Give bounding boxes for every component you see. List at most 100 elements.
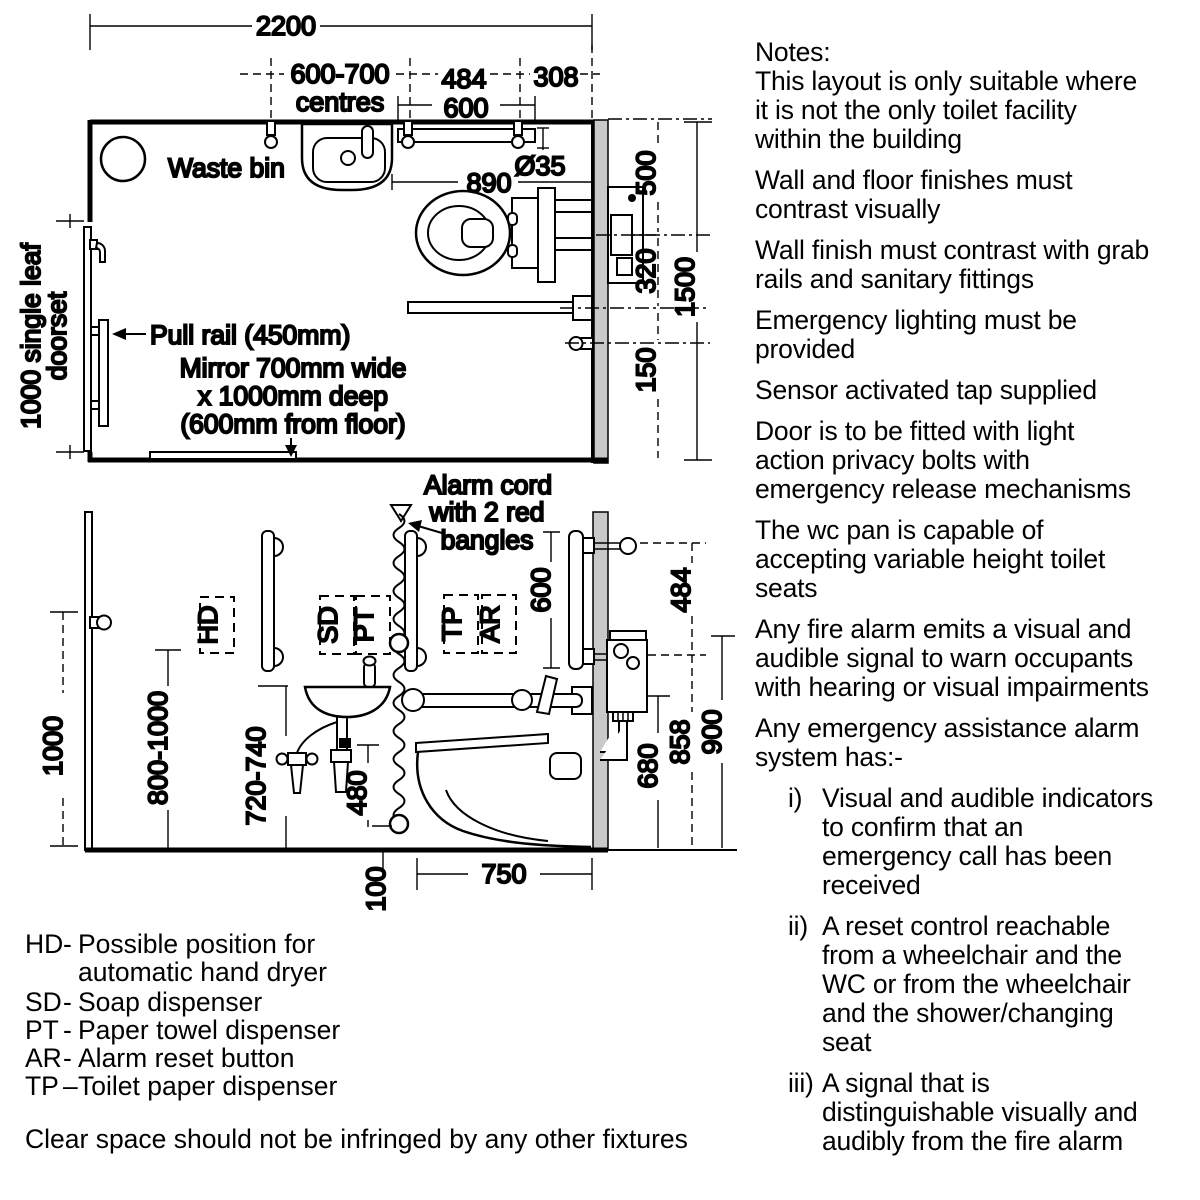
stop-valve-icon [275,752,319,794]
alarm-cord-label-line3: bangles [441,525,534,555]
dim-door-height-1000: 1000 [38,716,68,776]
legend-text: Toilet paper dispenser [78,1071,338,1101]
dim-overall-width: 2200 [256,11,316,41]
dim-dia35: Ø35 [514,151,565,181]
mirror-label-line2: x 1000mm deep [198,381,388,411]
mirror-plan [149,451,297,460]
tp-box [443,594,479,654]
alarm-cord-label-line1: Alarm cord [424,470,552,500]
plan-duct-wall [593,119,609,464]
legend-row-ar: AR-Alarm reset button [25,1044,295,1072]
dim-750: 750 [481,859,526,889]
notes-panel: Notes: This layout is only suitable wher… [755,38,1200,1168]
dim-320: 320 [631,248,661,293]
legend-text: Alarm reset button [78,1043,295,1073]
red-bangle-2 [388,813,410,835]
equipment-boxes [199,594,517,655]
elevation-door-edge [84,511,93,851]
door-handle-icon [94,241,106,263]
dim-480: 480 [342,770,372,815]
dim-centres-line2: centres [296,87,385,117]
elevation-duct-wall [592,511,609,851]
ar-box [481,594,517,654]
red-bangle-1 [388,632,410,654]
dim-484-elevation: 484 [666,567,696,612]
arrow-down-icon [285,445,297,457]
vertical-grab-rail-2 [404,530,427,672]
grab-rail-plan [407,295,594,351]
alarm-cord-label-line2: with 2 red [429,497,545,527]
list-number: iii) [788,1068,814,1098]
pt-box [355,595,391,655]
alarm-cord [388,504,443,835]
arrow-left-icon [112,328,126,340]
legend-row-sd: SD-Soap dispenser [25,988,262,1016]
doorset-label-line2: doorset [42,291,72,380]
dim-308: 308 [533,62,578,92]
legend-abbr: PT [25,1015,59,1045]
basin-plan [300,122,394,192]
drop-down-rail [401,674,593,716]
legend-text: Possible position for [78,929,316,959]
basin-elevation [275,655,392,794]
tap-elevation-icon [363,662,376,688]
elevation-dimensions [50,531,735,890]
note-paragraph: Sensor activated tap supplied [755,375,1097,405]
lifted-seat [535,674,559,716]
hd-label: HD [193,606,223,645]
legend-sep: - [63,1015,72,1045]
plan-door [56,214,109,459]
dim-1500: 1500 [670,257,700,317]
dim-890: 890 [466,168,511,198]
doorset-label-line1: 1000 single leaf [16,243,46,429]
plan-arrows [112,328,297,457]
legend-row-hd-line2: automatic hand dryer [78,957,327,987]
pt-label: PT [349,608,379,643]
legend-row-hd: HD-Possible position for [25,930,315,958]
legend-text: Soap dispenser [78,987,263,1017]
list-number: ii) [788,911,808,941]
pull-rail-label: Pull rail (450mm) [150,320,350,350]
legend-abbr: HD [25,929,64,959]
arrow-to-cord-icon [408,520,422,532]
list-number: i) [788,783,803,813]
legend-row-pt: PT-Paper towel dispenser [25,1016,340,1044]
notes-title: Notes: [755,37,831,67]
legend-abbr: SD [25,987,62,1017]
dim-150: 150 [631,347,661,392]
mirror-label-line3: (600mm from floor) [180,409,405,439]
dim-720-740: 720-740 [241,726,271,825]
hd-box [199,596,235,654]
dim-800-1000: 800-1000 [143,691,173,805]
dim-rail-600: 600 [526,567,556,612]
dim-858: 858 [665,719,695,764]
legend-row-tp: TP–Toilet paper dispenser [25,1072,337,1100]
dim-680: 680 [633,743,663,788]
tap-icon [361,125,374,159]
legend-sep: – [63,1071,78,1101]
dim-484-plan: 484 [441,64,486,94]
plan-view: 2200 600-700 centres 484 308 600 890 Ø35… [15,10,712,464]
shelf-plan [397,128,536,143]
sd-label: SD [313,606,343,644]
mirror-label-line1: Mirror 700mm wide [180,353,407,383]
elevation-view: 1000 800-1000 720-740 480 100 750 600 48… [37,469,737,913]
legend-sep: - [63,987,72,1017]
ar-label: AR [475,605,505,643]
legend-sep: - [63,929,72,959]
wall-hooks [264,120,525,149]
waste-bin [99,135,147,183]
toilet-plan [414,187,593,283]
waste-bin-label: Waste bin [168,153,285,183]
